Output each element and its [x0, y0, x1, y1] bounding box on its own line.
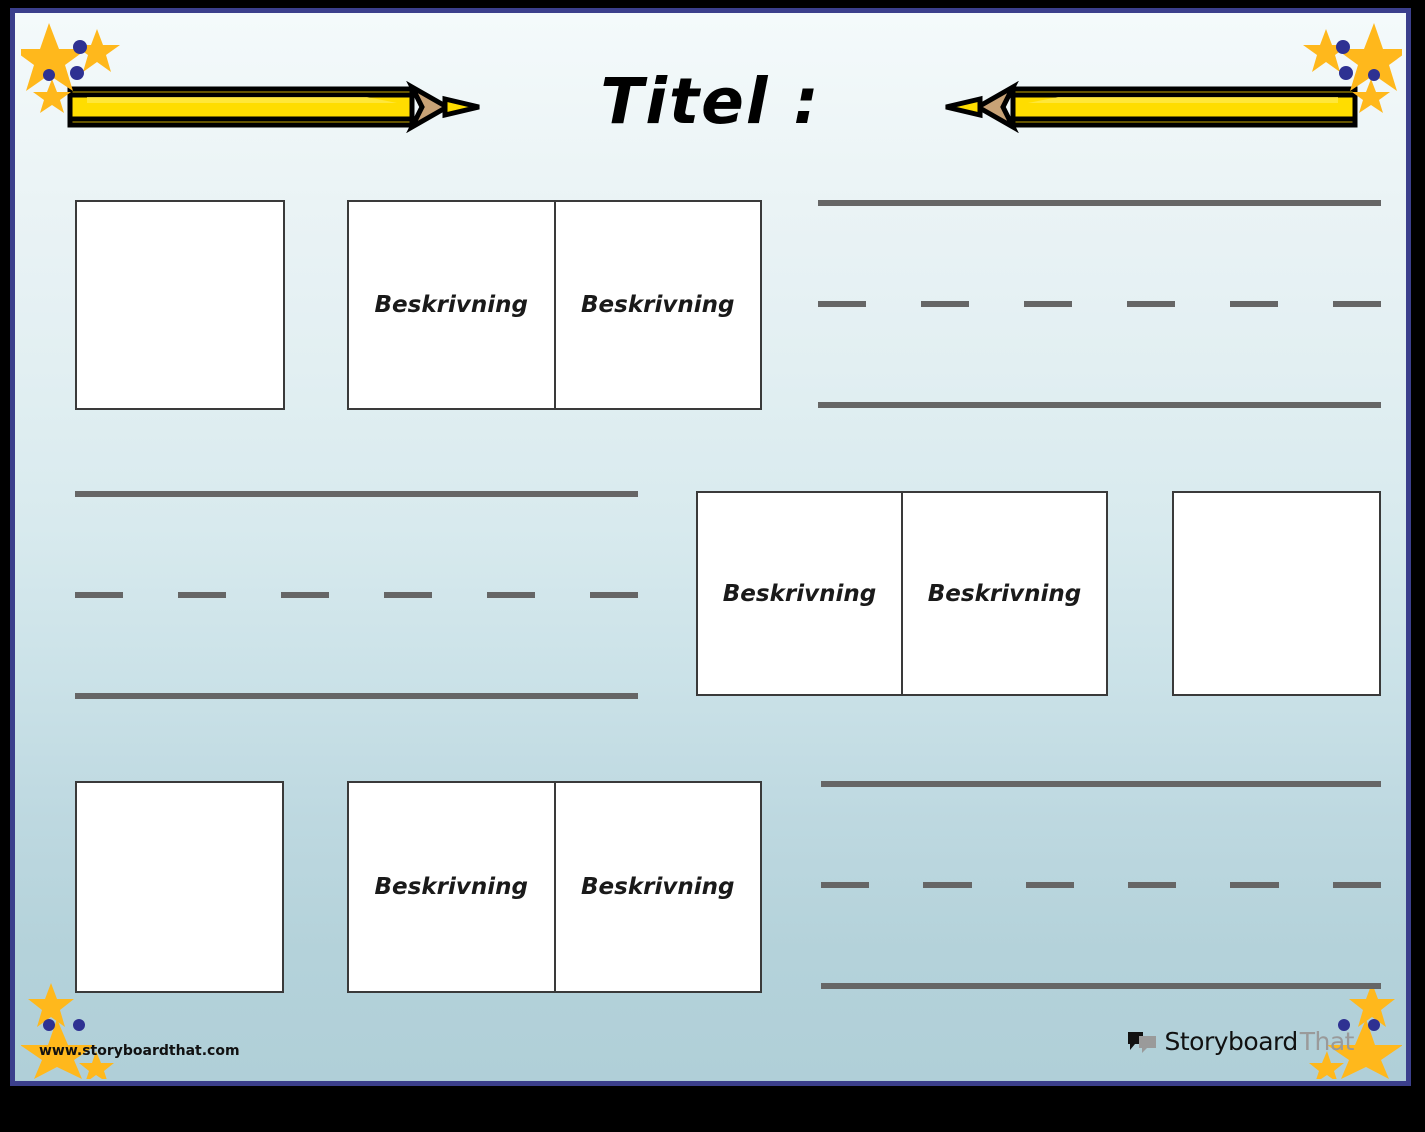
image-placeholder-box[interactable]	[1172, 491, 1381, 696]
description-cell[interactable]: Beskrivning	[901, 493, 1106, 694]
description-cell[interactable]: Beskrivning	[349, 783, 554, 991]
description-label: Beskrivning	[581, 292, 735, 318]
writing-line-dashed-mid	[75, 592, 638, 598]
speech-bubble-icon	[1127, 1031, 1157, 1053]
description-label: Beskrivning	[374, 292, 528, 318]
writing-line-dashed-mid	[818, 301, 1381, 307]
description-cell[interactable]: Beskrivning	[698, 493, 901, 694]
worksheet-sheet: Titel :	[10, 8, 1411, 1086]
writing-line-solid-bottom	[821, 983, 1381, 989]
writing-lines[interactable]	[75, 491, 638, 699]
description-label: Beskrivning	[927, 580, 1082, 607]
brand-primary: Storyboard	[1164, 1027, 1299, 1056]
worksheet-row: Beskrivning Beskrivning	[15, 190, 1406, 440]
writing-line-solid-top	[821, 781, 1381, 787]
description-label: Beskrivning	[722, 580, 877, 607]
description-cell[interactable]: Beskrivning	[553, 783, 760, 991]
description-label: Beskrivning	[374, 874, 528, 900]
pencil-icon	[928, 81, 1358, 133]
worksheet-row: Beskrivning Beskrivning	[15, 773, 1406, 1023]
pencil-icon	[67, 81, 497, 133]
image-placeholder-box[interactable]	[75, 781, 284, 993]
footer-website-url[interactable]: www.storyboardthat.com	[39, 1043, 240, 1059]
description-cell[interactable]: Beskrivning	[553, 202, 760, 408]
writing-line-solid-top	[75, 491, 638, 497]
worksheet-header: Titel :	[15, 13, 1406, 188]
writing-line-solid-bottom	[75, 693, 638, 699]
image-placeholder-box[interactable]	[75, 200, 285, 410]
description-label: Beskrivning	[581, 874, 735, 900]
writing-line-solid-bottom	[818, 402, 1381, 408]
brand-secondary: That	[1299, 1027, 1355, 1056]
writing-line-solid-top	[818, 200, 1381, 206]
storyboardthat-logo[interactable]: Storyboard That	[1127, 1027, 1355, 1056]
description-pair: Beskrivning Beskrivning	[696, 491, 1108, 696]
writing-line-dashed-mid	[821, 882, 1381, 888]
description-cell[interactable]: Beskrivning	[349, 202, 554, 408]
description-pair: Beskrivning Beskrivning	[347, 781, 762, 993]
description-pair: Beskrivning Beskrivning	[347, 200, 762, 410]
writing-lines[interactable]	[818, 200, 1381, 408]
worksheet-row: Beskrivning Beskrivning	[15, 481, 1406, 731]
writing-lines[interactable]	[821, 781, 1381, 989]
